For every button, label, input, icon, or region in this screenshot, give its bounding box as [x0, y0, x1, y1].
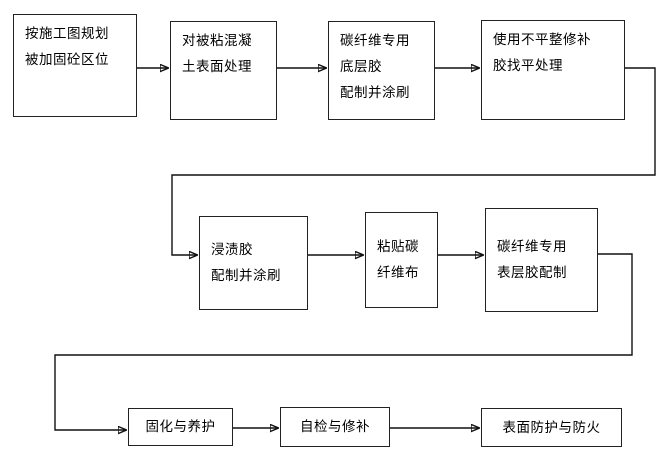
process-node-curing[interactable]: 固化与养护	[128, 408, 233, 446]
process-node-surface-protection-fireproof[interactable]: 表面防护与防火	[481, 408, 622, 447]
process-node-bond-carbon-fabric[interactable]: 粘贴碳 纤维布	[365, 212, 438, 308]
process-node-saturant-mix-apply[interactable]: 浸渍胶 配制并涂刷	[199, 216, 308, 310]
process-node-surface-treatment[interactable]: 对被粘混凝 土表面处理	[170, 21, 277, 120]
process-node-inspection-repair[interactable]: 自检与修补	[280, 407, 390, 447]
process-node-primer-mix-apply[interactable]: 碳纤维专用 底层胶 配制并涂刷	[328, 21, 435, 120]
process-node-topcoat-mix[interactable]: 碳纤维专用 表层胶配制	[485, 208, 598, 312]
process-node-plan-area[interactable]: 按施工图规划 被加固砼区位	[13, 14, 137, 117]
process-node-leveling-putty[interactable]: 使用不平整修补 胶找平处理	[481, 20, 625, 120]
